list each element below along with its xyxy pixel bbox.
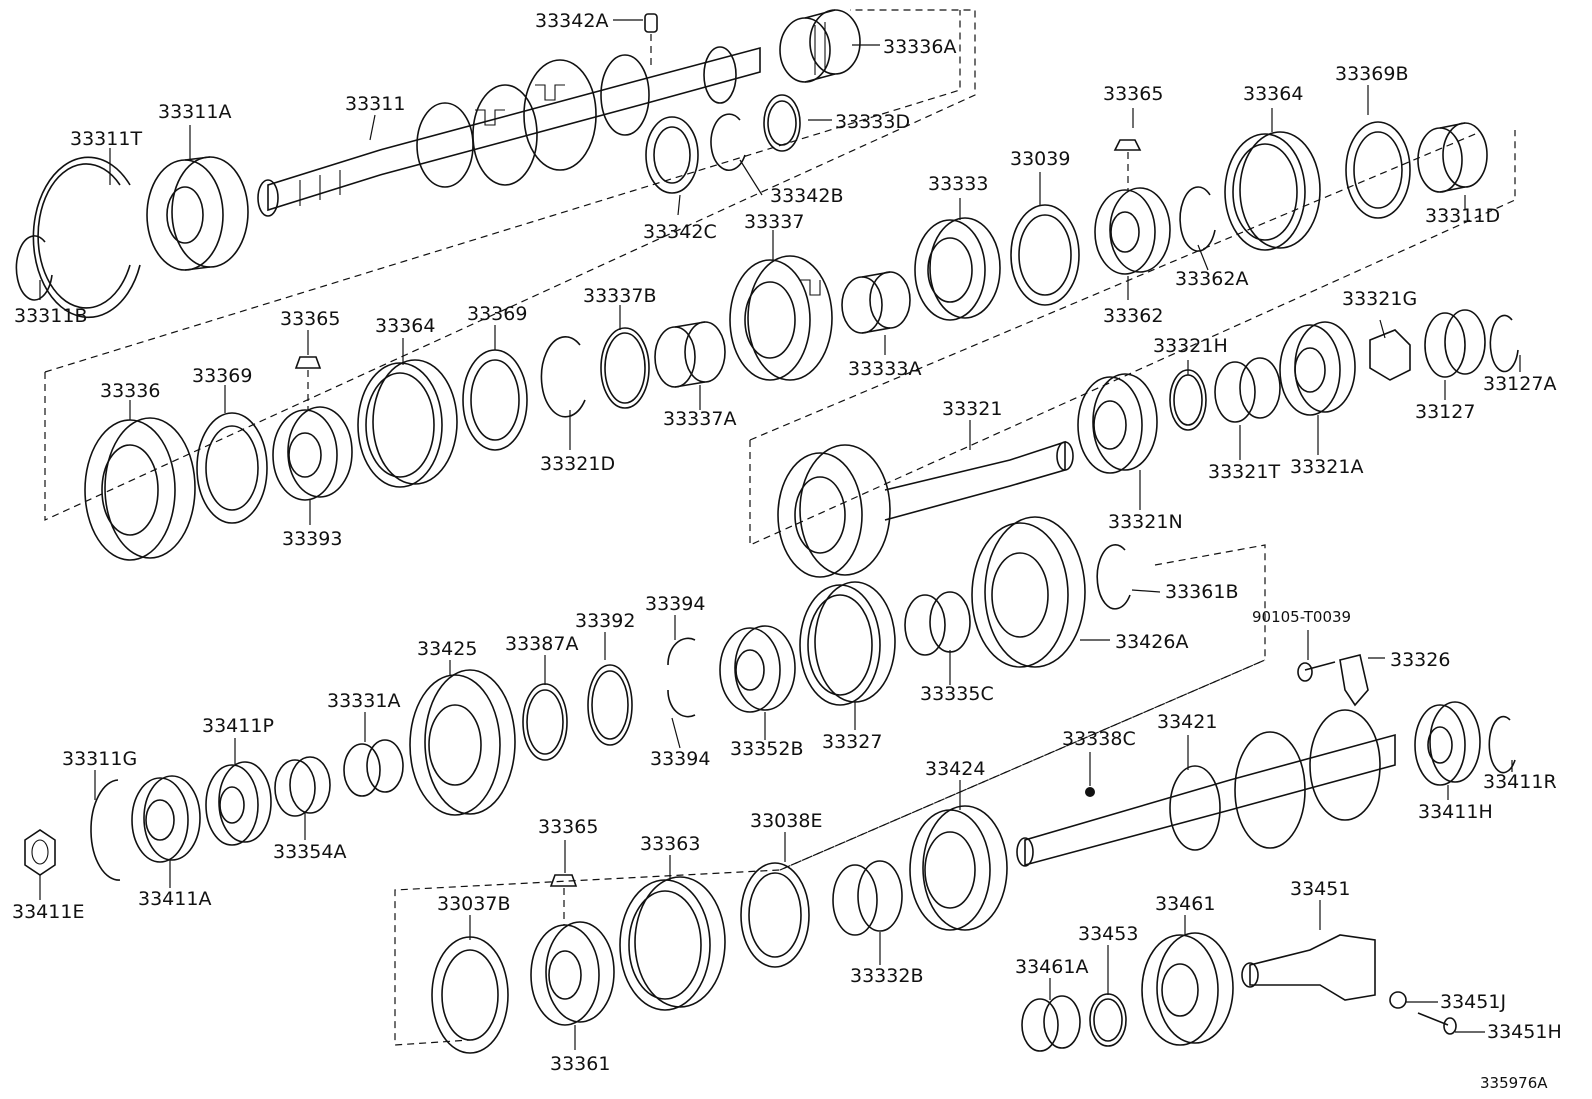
label-33411E: 33411E: [12, 901, 84, 923]
synchro-group-upper-right: [729, 121, 1488, 381]
label-33411A: 33411A: [138, 888, 211, 910]
needle-bearing-33336A: [779, 9, 861, 83]
snap-ring-33311T: [32, 156, 141, 319]
leader-lines: [39, 19, 1521, 1050]
label-33337: 33337: [744, 211, 804, 233]
label-33426A: 33426A: [1115, 631, 1188, 653]
label-33039: 33039: [1010, 148, 1070, 170]
snap-ring-33311B: [15, 235, 53, 301]
label-33342B: 33342B: [770, 185, 843, 207]
label-33352B: 33352B: [730, 738, 803, 760]
label-33421: 33421: [1157, 711, 1217, 733]
label-33311G: 33311G: [62, 748, 137, 770]
counter-shaft-assembly: [909, 701, 1516, 931]
label-33337A: 33337A: [663, 408, 736, 430]
label-33342C: 33342C: [643, 221, 717, 243]
label-33331A: 33331A: [327, 690, 400, 712]
label-33394-lower: 33394: [650, 748, 710, 770]
label-33354A: 33354A: [273, 841, 346, 863]
label-33461: 33461: [1155, 893, 1215, 915]
label-33361B: 33361B: [1165, 581, 1238, 603]
label-33321: 33321: [942, 398, 1002, 420]
label-33411H: 33411H: [1418, 801, 1493, 823]
label-33365-upper: 33365: [1103, 83, 1163, 105]
diagram-id: 335976A: [1480, 1074, 1548, 1092]
part-labels: 33342A 33336A 33311 33333D 33311A 33311T…: [12, 10, 1562, 1092]
label-33326: 33326: [1390, 649, 1450, 671]
label-33127: 33127: [1415, 401, 1475, 423]
label-33321G: 33321G: [1342, 288, 1417, 310]
label-33336: 33336: [100, 380, 160, 402]
label-33311D: 33311D: [1425, 205, 1500, 227]
label-33387A: 33387A: [505, 633, 578, 655]
label-33392: 33392: [575, 610, 635, 632]
label-33394-upper: 33394: [645, 593, 705, 615]
label-33365-lower: 33365: [538, 816, 598, 838]
label-33451H: 33451H: [1487, 1021, 1562, 1043]
label-33364-left: 33364: [375, 315, 435, 337]
ring-33333D: [763, 94, 801, 152]
label-33369-b: 33369: [192, 365, 252, 387]
label-33311T: 33311T: [70, 128, 142, 150]
washer-33342C: [645, 116, 699, 194]
label-33333A: 33333A: [848, 358, 921, 380]
label-33037B: 33037B: [437, 893, 510, 915]
snap-ring-33342B: [710, 113, 746, 171]
label-33333D: 33333D: [835, 111, 910, 133]
label-33453: 33453: [1078, 923, 1138, 945]
label-33451J: 33451J: [1440, 991, 1506, 1013]
label-33362A: 33362A: [1175, 268, 1248, 290]
synchro-group-left: [84, 321, 726, 561]
label-33393: 33393: [282, 528, 342, 550]
label-33321A: 33321A: [1290, 456, 1363, 478]
label-33362: 33362: [1103, 305, 1163, 327]
label-33338C: 33338C: [1062, 728, 1136, 750]
label-33332B: 33332B: [850, 965, 923, 987]
label-33321T: 33321T: [1208, 461, 1280, 483]
label-33364-upper: 33364: [1243, 83, 1303, 105]
label-33321N: 33321N: [1108, 511, 1183, 533]
label-33461A: 33461A: [1015, 956, 1088, 978]
label-33369-a: 33369: [467, 303, 527, 325]
label-33038E: 33038E: [750, 810, 822, 832]
label-33411P: 33411P: [202, 715, 274, 737]
reverse-group: [24, 516, 1369, 881]
label-33361: 33361: [550, 1053, 610, 1075]
synchro-group-lower: [431, 860, 1457, 1054]
label-33451: 33451: [1290, 878, 1350, 900]
label-33333: 33333: [928, 173, 988, 195]
label-33335C: 33335C: [920, 683, 994, 705]
group-outlines: [44, 9, 1516, 1046]
label-33327: 33327: [822, 731, 882, 753]
label-33311: 33311: [345, 93, 405, 115]
label-33311B: 33311B: [14, 305, 87, 327]
output-shaft-assembly: [777, 309, 1519, 578]
label-33363: 33363: [640, 833, 700, 855]
label-33337B: 33337B: [583, 285, 656, 307]
ball-bearing-33311A: [146, 156, 249, 271]
label-33321H: 33321H: [1153, 335, 1228, 357]
label-33425: 33425: [417, 638, 477, 660]
label-90105-T0039: 90105-T0039: [1252, 608, 1351, 626]
label-33369B: 33369B: [1335, 63, 1408, 85]
label-33311A: 33311A: [158, 101, 231, 123]
label-33321D: 33321D: [540, 453, 615, 475]
label-33342A: 33342A: [535, 10, 608, 32]
main-shaft-assembly: [257, 13, 761, 217]
label-33365-left: 33365: [280, 308, 340, 330]
label-33411R: 33411R: [1483, 771, 1557, 793]
label-33127A: 33127A: [1483, 373, 1556, 395]
label-33424: 33424: [925, 758, 985, 780]
label-33336A: 33336A: [883, 36, 956, 58]
